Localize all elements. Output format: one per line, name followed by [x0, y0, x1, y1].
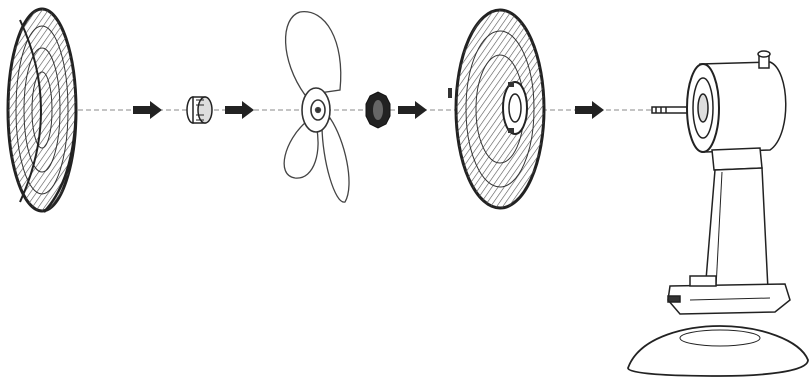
arrow-right-icon — [225, 101, 254, 119]
arrow-right-icon — [398, 101, 427, 119]
arrow-right-icon — [575, 101, 604, 119]
rear-grill — [448, 8, 546, 210]
front-grill — [6, 7, 78, 213]
arrow-right-icon — [133, 101, 162, 119]
rear-nut — [365, 91, 391, 129]
spinner-cap — [186, 96, 213, 124]
fan-blade — [283, 11, 350, 203]
motor-stand-base — [627, 50, 809, 377]
